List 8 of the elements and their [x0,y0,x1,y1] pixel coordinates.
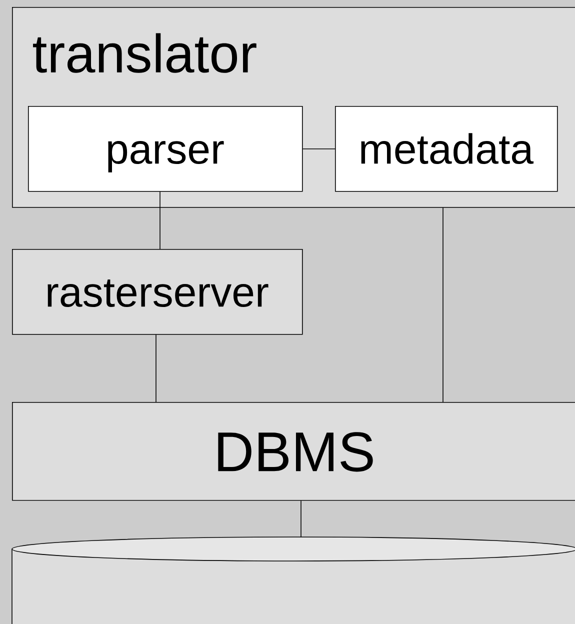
process-box: DBMS [12,402,575,501]
database-cylinder [12,536,575,624]
connector-line [302,148,336,150]
connector-line [442,207,444,402]
process-box: parser [28,106,303,192]
connector-line [300,500,302,538]
process-box: rasterserver [12,249,303,335]
process-box: metadata [335,106,558,192]
